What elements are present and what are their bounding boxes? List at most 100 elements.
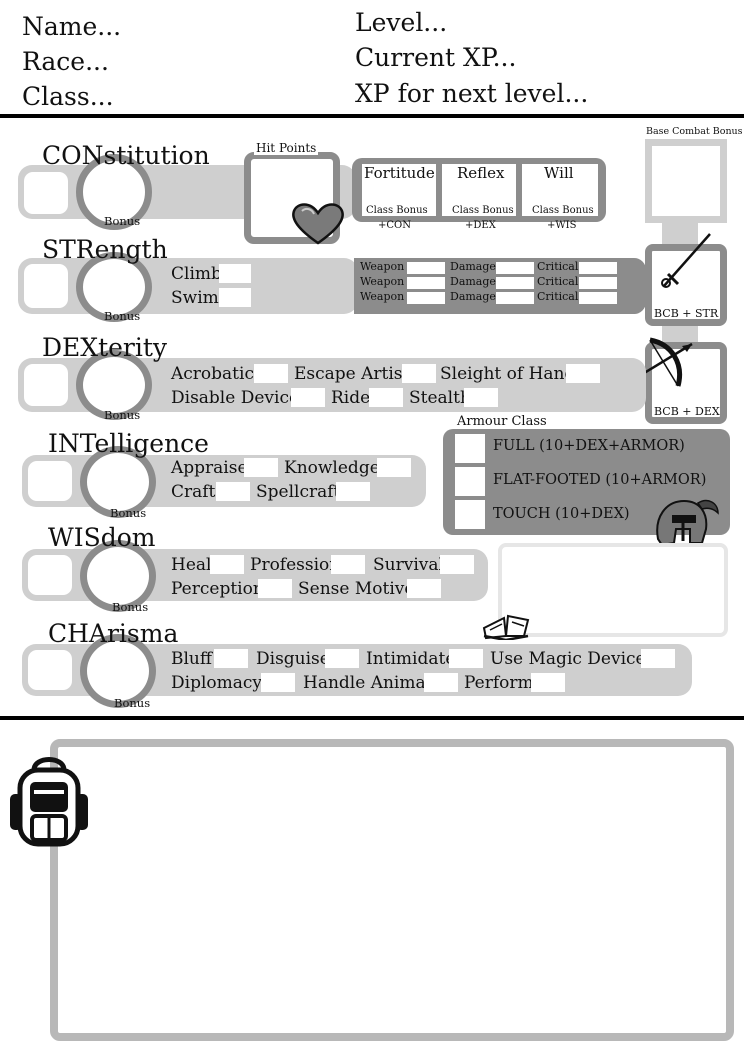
equipment-box[interactable]	[50, 739, 734, 1041]
cha-score-box[interactable]	[28, 650, 72, 690]
hit-points-label: Hit Points	[254, 141, 319, 155]
attack-damage-label: Damage	[450, 260, 496, 273]
current-xp-field[interactable]: Current XP...	[355, 43, 517, 72]
escape-artist-field[interactable]	[402, 364, 436, 383]
attack-damage-field[interactable]	[496, 262, 534, 274]
knowledge-field[interactable]	[377, 458, 411, 477]
heal-field[interactable]	[210, 555, 244, 574]
survival-label: Survival	[373, 555, 444, 575]
sleight-of-hand-field[interactable]	[566, 364, 600, 383]
spellcraft-field[interactable]	[336, 482, 370, 501]
acrobatics-label: Acrobatics	[171, 364, 263, 384]
ac-full-label: FULL (10+DEX+ARMOR)	[493, 438, 685, 454]
appraise-label: Appraise	[171, 458, 248, 478]
xp-next-field[interactable]: XP for next level...	[355, 79, 589, 108]
perception-label: Perception	[171, 579, 264, 599]
fortitude-box[interactable]: Fortitude	[362, 164, 436, 216]
int-bonus-circle[interactable]	[80, 446, 156, 518]
bcb-box[interactable]	[645, 139, 727, 223]
appraise-field[interactable]	[244, 458, 278, 477]
wis-bonus-circle[interactable]	[80, 540, 156, 612]
diplomacy-field[interactable]	[261, 673, 295, 692]
intimidate-field[interactable]	[449, 649, 483, 668]
con-label: CONstitution	[42, 141, 210, 170]
race-field[interactable]: Race...	[22, 47, 109, 76]
sense-motive-field[interactable]	[407, 579, 441, 598]
climb-label: Climb	[171, 264, 222, 284]
con-score-box[interactable]	[24, 172, 68, 214]
header-divider	[0, 114, 744, 118]
backpack-icon	[10, 757, 88, 847]
class-field[interactable]: Class...	[22, 82, 114, 111]
con-bonus-circle[interactable]	[76, 154, 152, 230]
attack-critical-field[interactable]	[579, 292, 617, 304]
str-bonus-circle[interactable]	[76, 252, 152, 322]
notes-box[interactable]	[498, 543, 728, 637]
will-mod: +WIS	[547, 220, 577, 231]
attack-damage-field[interactable]	[496, 292, 534, 304]
stealth-field[interactable]	[464, 388, 498, 407]
attack-weapon-field[interactable]	[407, 262, 445, 274]
cha-bonus-circle[interactable]	[80, 634, 156, 708]
str-bonus-label: Bonus	[104, 309, 141, 323]
perform-field[interactable]	[531, 673, 565, 692]
reflex-label: Reflex	[457, 164, 505, 182]
attack-critical-field[interactable]	[579, 277, 617, 289]
survival-field[interactable]	[440, 555, 474, 574]
wis-bonus-label: Bonus	[112, 600, 149, 614]
attack-damage-field[interactable]	[496, 277, 534, 289]
cha-bonus-label: Bonus	[114, 696, 151, 710]
wis-score-box[interactable]	[28, 555, 72, 595]
ac-touch-label: TOUCH (10+DEX)	[493, 506, 630, 522]
ac-flat-footed-box[interactable]	[455, 467, 485, 496]
reflex-box[interactable]: Reflex	[442, 164, 516, 216]
attack-critical-field[interactable]	[579, 262, 617, 274]
disguise-field[interactable]	[325, 649, 359, 668]
name-field[interactable]: Name...	[22, 12, 122, 41]
reflex-class-bonus: Class Bonus	[452, 205, 514, 216]
use-magic-device-field[interactable]	[641, 649, 675, 668]
will-box[interactable]: Will	[522, 164, 598, 216]
ac-full-box[interactable]	[455, 434, 485, 463]
attack-critical-label: Critical	[537, 290, 579, 303]
sword-icon	[661, 233, 711, 288]
bluff-field[interactable]	[214, 649, 248, 668]
ac-touch-box[interactable]	[455, 500, 485, 529]
bluff-label: Bluff	[171, 649, 212, 669]
helmet-icon	[656, 499, 719, 547]
disguise-label: Disguise	[256, 649, 330, 669]
int-bonus-label: Bonus	[110, 506, 147, 520]
ride-field[interactable]	[369, 388, 403, 407]
handle-animal-field[interactable]	[424, 673, 458, 692]
str-score-box[interactable]	[24, 264, 68, 308]
intimidate-label: Intimidate	[366, 649, 456, 669]
craft-field[interactable]	[216, 482, 250, 501]
fortitude-mod: +CON	[378, 220, 411, 231]
knowledge-label: Knowledge	[284, 458, 380, 478]
book-icon	[482, 614, 530, 640]
level-field[interactable]: Level...	[355, 8, 448, 37]
fortitude-label: Fortitude	[364, 164, 435, 182]
disable-device-field[interactable]	[291, 388, 325, 407]
dex-score-box[interactable]	[24, 364, 68, 406]
bcb-str-box[interactable]	[645, 244, 727, 326]
disable-device-label: Disable Device	[171, 388, 300, 408]
bcb-str-label: BCB + STR	[654, 307, 719, 320]
attack-weapon-field[interactable]	[407, 277, 445, 289]
attack-weapon-label: Weapon	[360, 260, 405, 273]
reflex-mod: +DEX	[465, 220, 496, 231]
dex-bonus-label: Bonus	[104, 408, 141, 422]
profession-field[interactable]	[331, 555, 365, 574]
stealth-label: Stealth	[409, 388, 471, 408]
climb-field[interactable]	[219, 264, 251, 283]
int-score-box[interactable]	[28, 461, 72, 501]
handle-animal-label: Handle Animal	[303, 673, 432, 693]
sense-motive-label: Sense Motive	[298, 579, 415, 599]
wis-label: WISdom	[48, 523, 156, 552]
attack-weapon-label: Weapon	[360, 275, 405, 288]
attack-weapon-field[interactable]	[407, 292, 445, 304]
acrobatics-field[interactable]	[254, 364, 288, 383]
dex-bonus-circle[interactable]	[76, 350, 152, 420]
swim-field[interactable]	[219, 288, 251, 307]
perception-field[interactable]	[258, 579, 292, 598]
